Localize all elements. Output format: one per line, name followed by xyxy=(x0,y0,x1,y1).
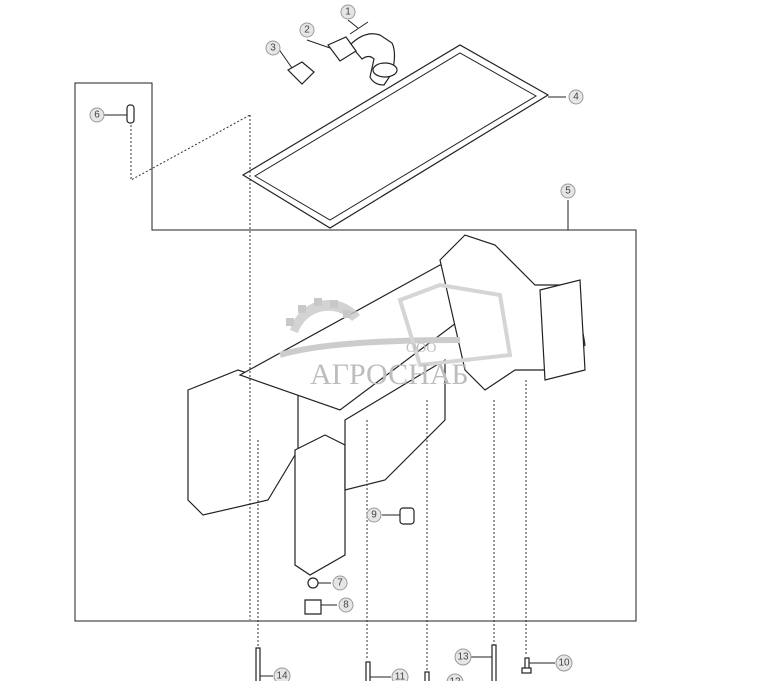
svg-text:3: 3 xyxy=(270,43,276,54)
svg-text:9: 9 xyxy=(371,510,377,521)
svg-text:4: 4 xyxy=(573,92,579,103)
svg-text:13: 13 xyxy=(457,652,469,663)
svg-text:6: 6 xyxy=(94,110,100,121)
callout-1[interactable]: 1 xyxy=(340,4,356,20)
callout-9[interactable]: 9 xyxy=(366,507,382,523)
callout-12[interactable]: 12 xyxy=(446,673,464,681)
dowel-pin xyxy=(126,104,135,124)
front-frame xyxy=(187,234,586,615)
svg-text:12: 12 xyxy=(449,677,461,681)
svg-text:10: 10 xyxy=(558,658,570,669)
callout-2[interactable]: 2 xyxy=(299,22,315,38)
assembly-frame-box xyxy=(74,82,637,622)
svg-text:5: 5 xyxy=(565,186,571,197)
svg-text:14: 14 xyxy=(276,671,288,681)
bushing xyxy=(399,507,415,525)
watermark-logo: ООО АГРОСНАБ xyxy=(279,282,513,391)
callout-13[interactable]: 13 xyxy=(454,648,472,666)
callout-14[interactable]: 14 xyxy=(273,667,291,681)
watermark-agrosnab: АГРОСНАБ xyxy=(310,358,469,391)
oil-pan-gasket xyxy=(241,44,566,229)
svg-text:7: 7 xyxy=(337,578,343,589)
callout-6[interactable]: 6 xyxy=(89,107,105,123)
callout-5[interactable]: 5 xyxy=(560,183,576,199)
watermark-ooo: ООО xyxy=(406,341,436,356)
bolts xyxy=(255,644,532,681)
callout-3[interactable]: 3 xyxy=(265,40,281,56)
svg-text:2: 2 xyxy=(304,25,310,36)
callout-4[interactable]: 4 xyxy=(568,89,584,105)
svg-text:1: 1 xyxy=(345,7,351,18)
svg-text:11: 11 xyxy=(395,672,406,681)
svg-text:8: 8 xyxy=(343,600,349,611)
callout-10[interactable]: 10 xyxy=(555,654,573,672)
callout-11[interactable]: 11 xyxy=(391,668,409,681)
callout-8[interactable]: 8 xyxy=(338,597,354,613)
filler-pipe xyxy=(277,19,398,86)
callout-7[interactable]: 7 xyxy=(332,575,348,591)
